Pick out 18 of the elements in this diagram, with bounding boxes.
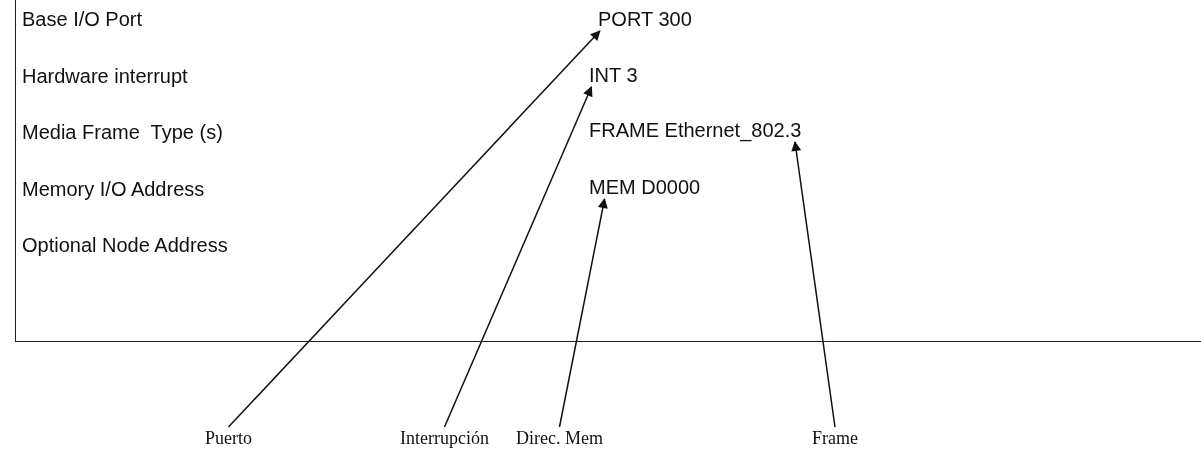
- leader-arrow: [227, 30, 601, 428]
- setting-value: PORT 300: [598, 7, 692, 31]
- caption-label: Puerto: [205, 427, 252, 449]
- leader-arrow: [443, 86, 593, 428]
- setting-name: Base I/O Port: [22, 7, 143, 31]
- setting-value: INT 3: [589, 63, 638, 87]
- setting-name: Media Frame Type (s): [22, 120, 223, 144]
- settings-panel: [15, 0, 1201, 342]
- setting-value: FRAME Ethernet_802.3: [589, 118, 802, 142]
- setting-value: MEM D0000: [589, 175, 701, 199]
- setting-name: Memory I/O Address: [22, 176, 205, 201]
- caption-label: Interrupción: [400, 427, 489, 449]
- caption-label: Frame: [812, 427, 858, 449]
- setting-name: Optional Node Address: [22, 233, 228, 257]
- caption-label: Direc. Mem: [516, 427, 603, 449]
- leader-arrow: [558, 198, 608, 428]
- setting-name: Hardware interrupt: [22, 63, 188, 88]
- leader-arrow: [791, 141, 836, 428]
